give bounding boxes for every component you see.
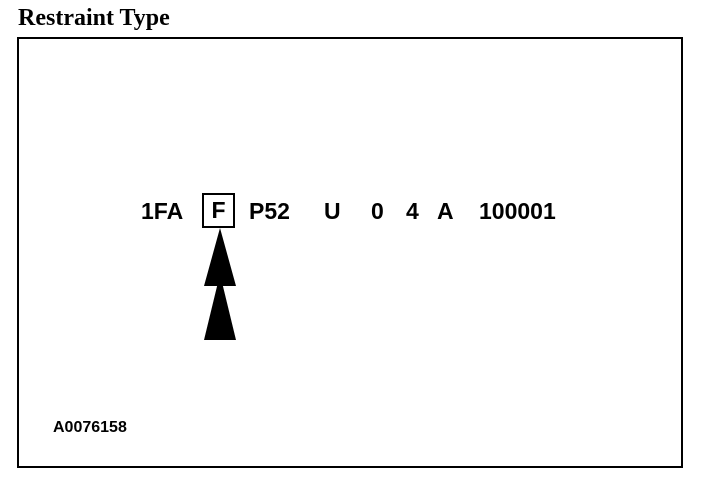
arrow-head-lower (204, 274, 236, 340)
arrow-head-upper (204, 228, 236, 286)
vin-segment-serial: 100001 (479, 198, 556, 224)
up-arrow-icon (204, 228, 236, 340)
vin-segment-check-digit: 0 (371, 198, 384, 224)
vin-segment-plant: A (437, 198, 454, 224)
vin-segment-engine: U (324, 198, 341, 224)
vin-segment-restraint-type: F (202, 193, 235, 228)
vin-segment-model: P52 (249, 198, 290, 224)
vin-segment-model-year: 4 (406, 198, 419, 224)
diagram-title: Restraint Type (18, 5, 170, 31)
figure-id: A0076158 (53, 419, 127, 436)
diagram-frame (17, 37, 683, 468)
vin-segment-wmi: 1FA (141, 198, 184, 224)
